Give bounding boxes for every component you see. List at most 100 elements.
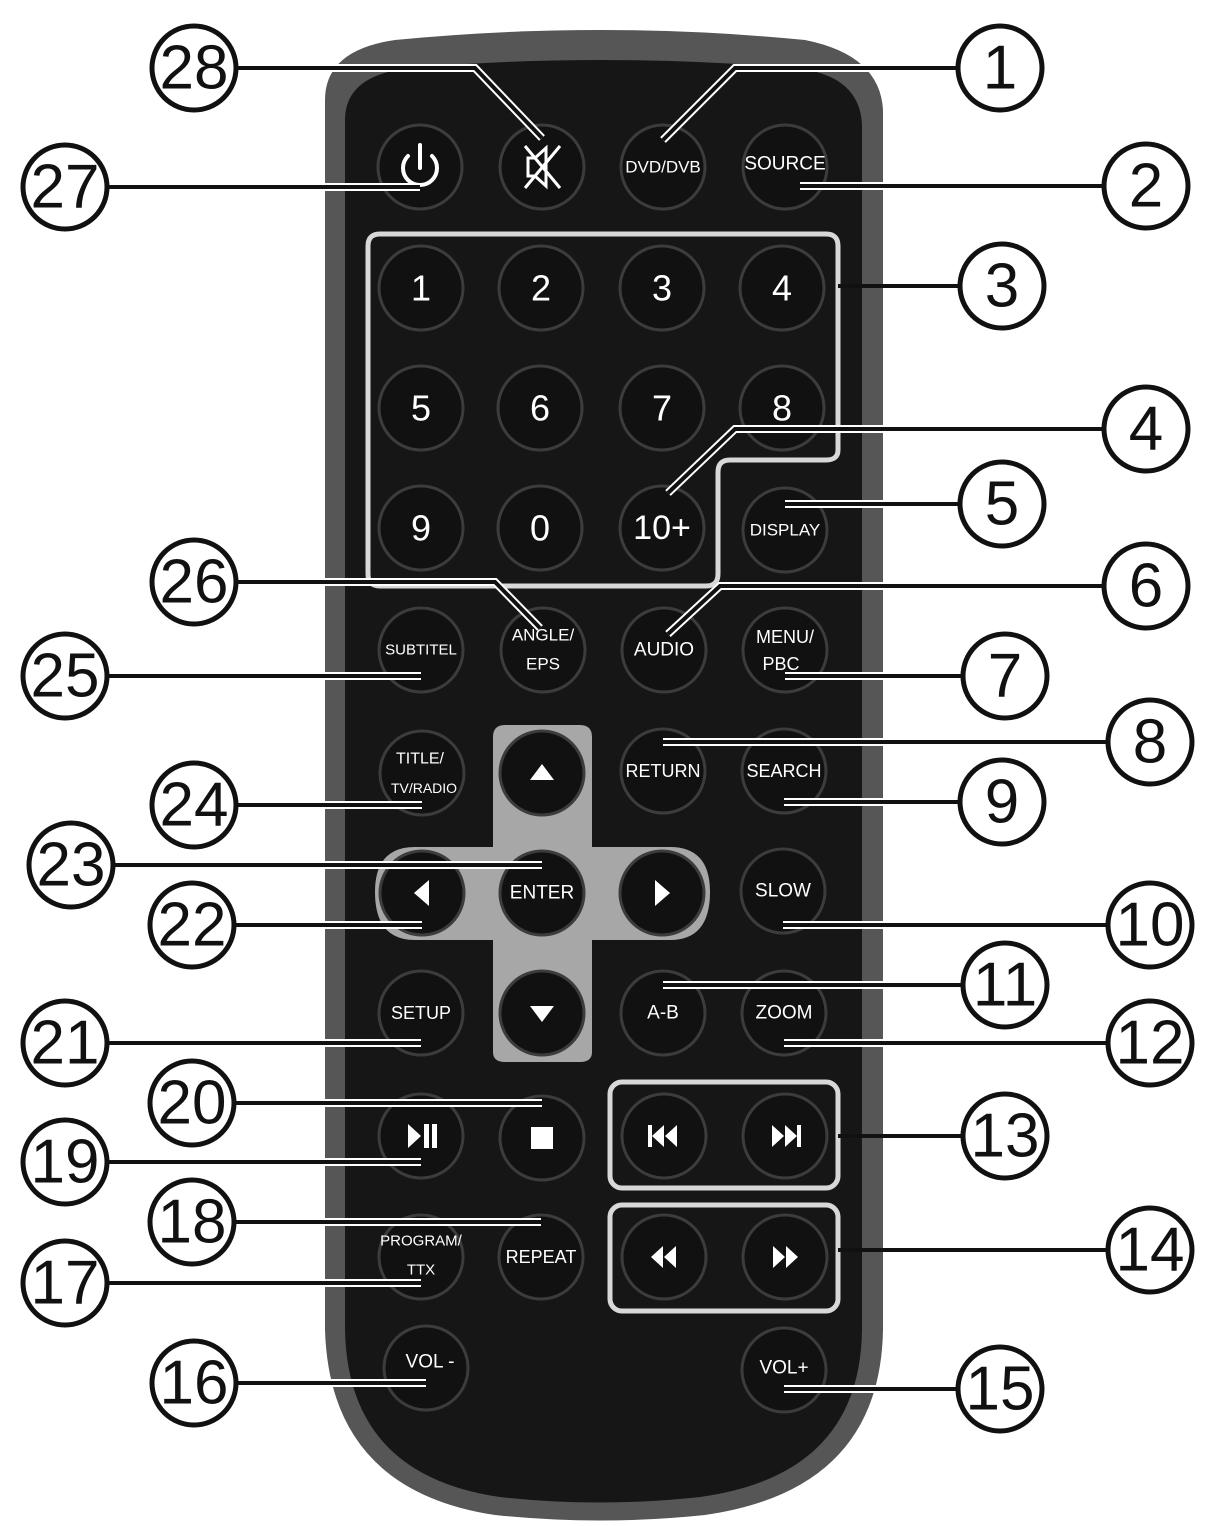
callout-11: 11: [663, 940, 1050, 1030]
stop-icon: [531, 1127, 553, 1149]
program-ttx-button[interactable]: PROGRAM/ TTX: [377, 1213, 465, 1301]
callout-25: 25: [20, 631, 421, 721]
display-button[interactable]: DISPLAY: [741, 486, 829, 574]
rewind-icon: [651, 1246, 676, 1268]
vol-minus-button[interactable]: VOL -: [382, 1324, 470, 1412]
zoom-button[interactable]: ZOOM: [740, 969, 828, 1057]
menu-pbc-label-line1: MENU/: [756, 627, 814, 647]
callout-9-number: 9: [985, 768, 1019, 837]
callout-22-number: 22: [158, 891, 227, 960]
callout-28: 28: [149, 23, 545, 141]
mute-icon: [523, 144, 562, 190]
return-button[interactable]: RETURN: [619, 727, 707, 815]
vol-plus-button[interactable]: VOL+: [740, 1326, 828, 1414]
num-3-label: 3: [652, 268, 672, 309]
angle-eps-label-line1: ANGLE/: [512, 626, 575, 645]
a-b-button[interactable]: A-B: [619, 969, 707, 1057]
setup-button[interactable]: SETUP: [377, 969, 465, 1057]
callout-15: 15: [784, 1344, 1045, 1434]
callout-13-number: 13: [971, 1102, 1040, 1171]
skip-next-button[interactable]: [741, 1092, 829, 1180]
menu-pbc-label-line2: PBC: [762, 654, 799, 674]
menu-pbc-button[interactable]: MENU/ PBC: [741, 606, 829, 694]
angle-eps-button[interactable]: ANGLE/ EPS: [499, 606, 587, 694]
repeat-button[interactable]: REPEAT: [497, 1213, 585, 1301]
callout-18: 18: [147, 1177, 541, 1267]
callout-8: 8: [663, 697, 1195, 787]
callout-17-number: 17: [31, 1249, 100, 1318]
right-button[interactable]: [618, 849, 706, 937]
vol-plus-label: VOL+: [759, 1358, 808, 1379]
left-button[interactable]: [378, 849, 466, 937]
rewind-button[interactable]: [620, 1213, 708, 1301]
mute-button[interactable]: [498, 123, 586, 211]
audio-button[interactable]: AUDIO: [620, 606, 708, 694]
program-ttx-label-line1: PROGRAM/: [380, 1233, 463, 1250]
down-button[interactable]: [498, 969, 586, 1057]
num-9-button[interactable]: 9: [377, 484, 465, 572]
zoom-label: ZOOM: [756, 1003, 813, 1024]
num-10plus-label: 10+: [633, 509, 691, 547]
callout-20: 20: [147, 1058, 542, 1148]
dvd-dvb-button[interactable]: DVD/DVB: [619, 123, 707, 211]
callout-27-number: 27: [31, 153, 100, 222]
callout-27: 27: [20, 142, 420, 232]
play-pause-button[interactable]: [377, 1092, 465, 1180]
fast-forward-button[interactable]: [741, 1213, 829, 1301]
num-10plus-button[interactable]: 10+: [618, 484, 706, 572]
slow-button[interactable]: SLOW: [739, 847, 827, 935]
search-button[interactable]: SEARCH: [740, 727, 828, 815]
callout-7-number: 7: [988, 642, 1022, 711]
num-6-button[interactable]: 6: [496, 364, 584, 452]
angle-eps-label-line2: EPS: [526, 655, 560, 674]
num-9-label: 9: [411, 508, 431, 549]
num-7-label: 7: [652, 388, 672, 429]
num-4-button[interactable]: 4: [738, 244, 826, 332]
num-4-label: 4: [772, 268, 792, 309]
callout-4-number: 4: [1129, 395, 1163, 464]
callout-12-number: 12: [1116, 1009, 1185, 1078]
title-tv-radio-button[interactable]: TITLE/ TV/RADIO: [378, 729, 466, 817]
source-button[interactable]: SOURCE: [741, 123, 829, 211]
callout-26-number: 26: [160, 548, 229, 617]
num-3-button[interactable]: 3: [618, 244, 706, 332]
up-button[interactable]: [498, 729, 586, 817]
callout-24: 24: [149, 760, 422, 850]
callout-5-number: 5: [985, 470, 1019, 539]
enter-button[interactable]: ENTER: [498, 849, 586, 937]
callout-14: 14: [838, 1205, 1195, 1295]
a-b-label: A-B: [647, 1003, 679, 1024]
remote-body-inner: [345, 60, 862, 1503]
num-2-button[interactable]: 2: [497, 244, 585, 332]
callout-1: 1: [660, 23, 1045, 143]
program-ttx-label-line2: TTX: [407, 1262, 435, 1279]
num-0-button[interactable]: 0: [496, 484, 584, 572]
arrow-up-icon: [530, 764, 554, 780]
callout-6-number: 6: [1129, 552, 1163, 621]
num-8-button[interactable]: 8: [738, 364, 826, 452]
callout-22: 22: [147, 880, 422, 970]
callout-24-number: 24: [160, 771, 229, 840]
num-8-label: 8: [772, 388, 792, 429]
callout-7: 7: [785, 631, 1050, 721]
return-label: RETURN: [626, 761, 701, 781]
play-pause-icon: [408, 1124, 437, 1148]
stop-button[interactable]: [498, 1094, 586, 1182]
power-button[interactable]: [376, 123, 464, 211]
callout-21: 21: [20, 998, 421, 1088]
callout-12: 12: [784, 998, 1195, 1088]
num-1-button[interactable]: 1: [377, 244, 465, 332]
num-7-button[interactable]: 7: [618, 364, 706, 452]
callouts: 1 2 3 4 5: [20, 23, 1195, 1434]
skip-previous-button[interactable]: [620, 1092, 708, 1180]
vol-minus-label: VOL -: [406, 1352, 455, 1373]
callout-23-number: 23: [37, 831, 106, 900]
num-5-button[interactable]: 5: [377, 364, 465, 452]
callout-20-number: 20: [158, 1069, 227, 1138]
repeat-label: REPEAT: [506, 1247, 577, 1267]
callout-28-number: 28: [160, 34, 229, 103]
slow-label: SLOW: [755, 881, 811, 902]
callout-1-number: 1: [983, 34, 1017, 103]
subtitel-button[interactable]: SUBTITEL: [377, 606, 465, 694]
